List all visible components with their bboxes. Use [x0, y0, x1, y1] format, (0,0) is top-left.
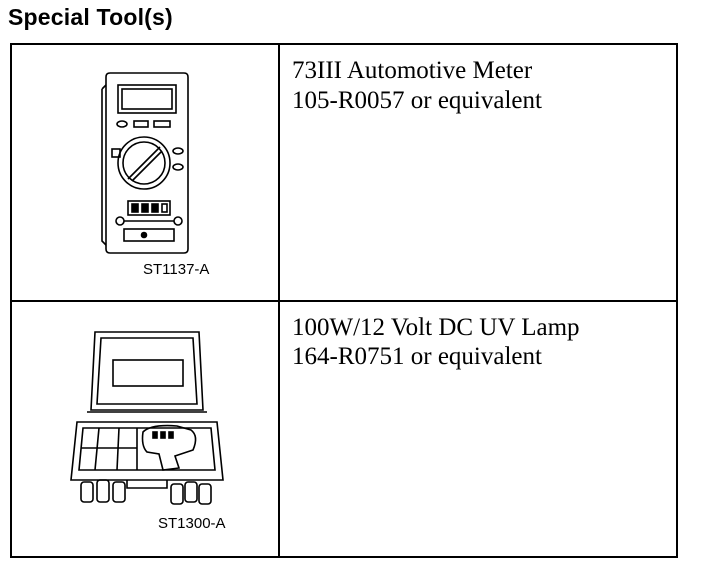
special-tools-table: ST1137-A 73III Automotive Meter 105-R005… [10, 43, 678, 558]
uv-lamp-kit-icon [70, 331, 224, 505]
page-title: Special Tool(s) [8, 4, 173, 30]
tool-name: 73III Automotive Meter [292, 57, 533, 84]
table-row: ST1137-A 73III Automotive Meter 105-R005… [12, 45, 676, 302]
tool-name: 100W/12 Volt DC UV Lamp [292, 314, 580, 341]
tool-illustration-cell: ST1137-A [12, 45, 280, 300]
tool-description-cell: 73III Automotive Meter 105-R0057 or equi… [280, 45, 676, 300]
tool-code: ST1300-A [158, 515, 226, 532]
multimeter-icon [101, 72, 189, 254]
tool-description-cell: 100W/12 Volt DC UV Lamp 164-R0751 or equ… [280, 302, 676, 556]
tool-part-number: 164-R0751 or equivalent [292, 343, 542, 370]
tool-part-number: 105-R0057 or equivalent [292, 87, 542, 114]
tool-code: ST1137-A [143, 261, 210, 278]
table-row: ST1300-A 100W/12 Volt DC UV Lamp 164-R07… [12, 302, 676, 556]
tool-illustration-cell: ST1300-A [12, 302, 280, 556]
